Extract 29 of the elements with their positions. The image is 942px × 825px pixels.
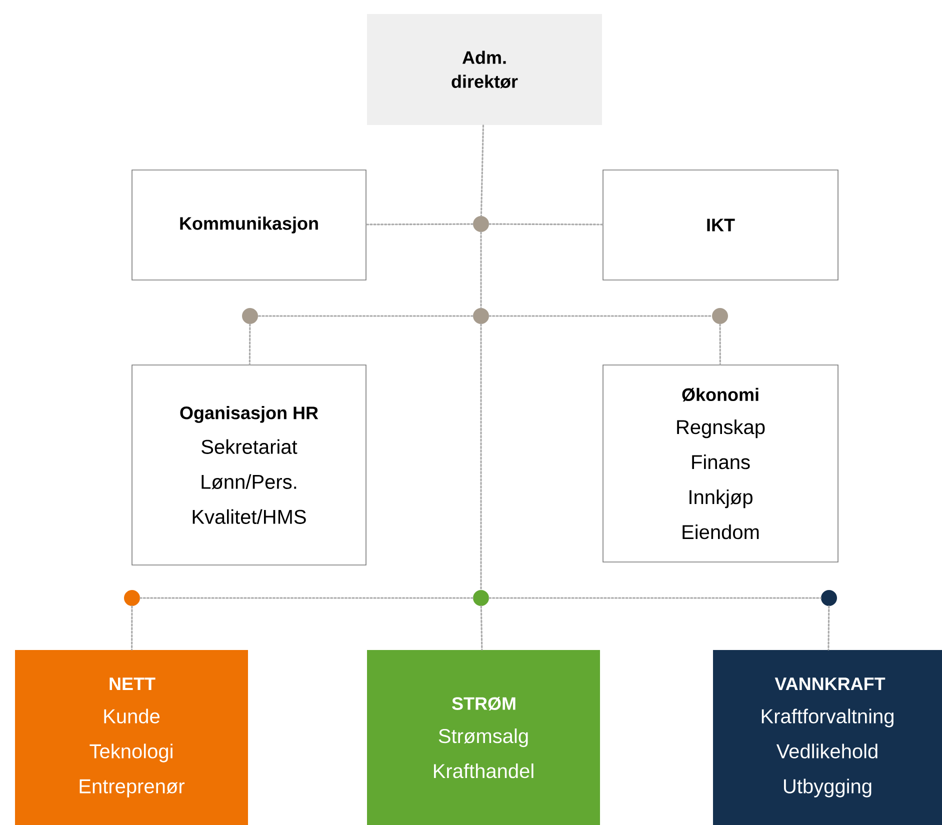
connector-line — [248, 323, 251, 366]
junction-dot — [821, 590, 837, 606]
division-box: NETT Kunde Teknologi Entreprenør — [15, 650, 248, 825]
connector-line — [480, 231, 482, 309]
connector-line — [257, 315, 474, 317]
division-box: STRØM Strømsalg Krafthandel — [367, 650, 600, 825]
junction-dot — [473, 308, 489, 324]
junction-dot — [242, 308, 258, 324]
connector-line — [719, 323, 721, 366]
connector-line — [488, 315, 713, 317]
department-box: Økonomi Regnskap Finans Innkjøp Eiendom — [602, 364, 838, 562]
connector-line — [488, 597, 822, 599]
connector-line — [480, 124, 484, 217]
connector-line — [480, 605, 483, 650]
connector-line — [480, 323, 482, 591]
department-box: Kommunikasjon — [132, 170, 366, 280]
junction-dot — [712, 308, 728, 324]
department-box: Oganisasjon HR Sekretariat Lønn/Pers. Kvalitet/HMS — [132, 364, 366, 566]
title-box: Adm. direktør — [367, 14, 602, 125]
connector-line — [488, 223, 604, 226]
junction-dot — [124, 590, 140, 606]
department-box: IKT — [602, 170, 838, 280]
connector-line — [139, 597, 474, 599]
junction-dot — [473, 590, 489, 606]
connector-line — [828, 605, 830, 650]
junction-dot — [473, 216, 489, 232]
connector-line — [366, 223, 474, 226]
connector-line — [131, 605, 133, 650]
division-box: VANNKRAFT Kraftforvaltning Vedlikehold Utbygging — [713, 650, 942, 825]
